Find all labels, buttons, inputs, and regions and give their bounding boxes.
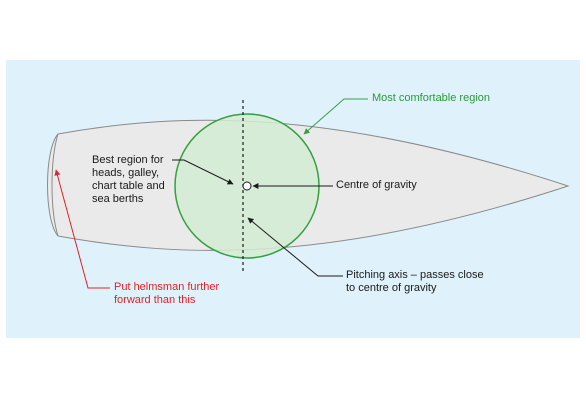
leader-pitching-axis <box>247 217 343 277</box>
transom-line <box>51 133 59 237</box>
leader-helmsman <box>54 169 110 289</box>
label-helmsman: Put helmsman further forward than this <box>114 281 220 306</box>
leader-best-region <box>172 159 234 185</box>
centre-of-gravity-marker <box>242 181 252 191</box>
label-pitching-axis: Pitching axis – passes close to centre o… <box>346 269 484 294</box>
label-best-region: Best region for heads, galley, chart tab… <box>92 154 165 205</box>
label-centre-of-gravity: Centre of gravity <box>336 179 417 191</box>
label-most-comfortable-region: Most comfortable region <box>372 92 490 104</box>
leader-comfortable-region <box>303 98 368 135</box>
